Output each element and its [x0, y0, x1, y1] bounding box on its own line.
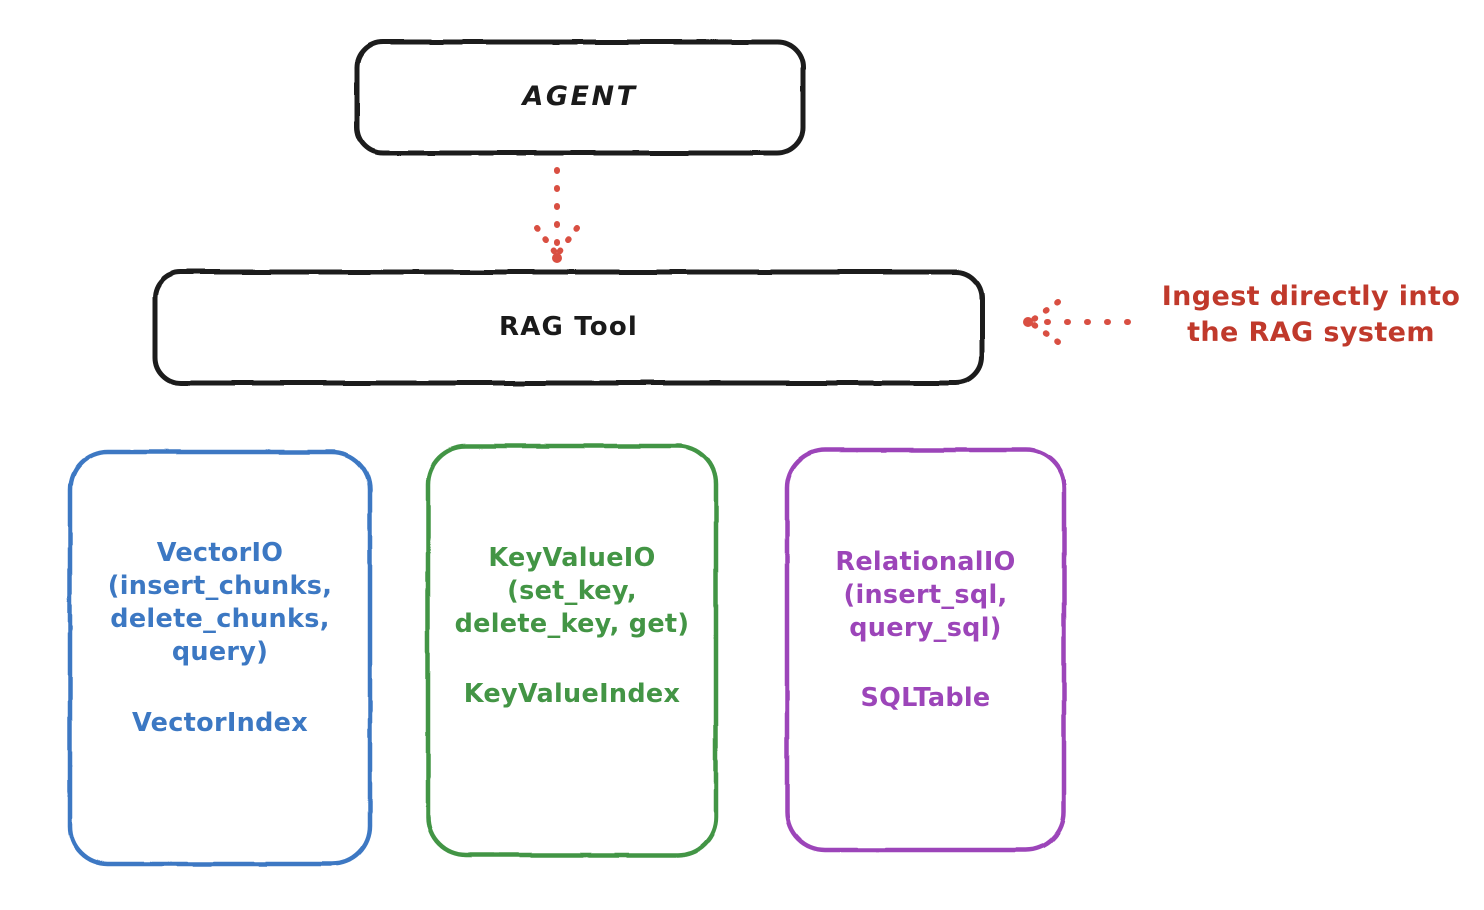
agent-to-rag-tool-arrow	[534, 167, 580, 263]
agent-box-label: AGENT	[522, 81, 638, 113]
rag-tool-box[interactable]: RAG Tool	[155, 272, 982, 383]
vectorio-index-label: VectorIndex	[132, 707, 308, 738]
keyvalueio-api-label: KeyValueIO (set_key, delete_key, get)	[454, 543, 690, 640]
ingest-annotation-text: Ingest directly into the RAG system	[1161, 281, 1461, 348]
keyvalueio-index-label: KeyValueIndex	[463, 679, 681, 710]
rag-tool-box-label: RAG Tool	[498, 311, 639, 342]
relationalio-box[interactable]: RelationalIO (insert_sql, query_sql) SQL…	[787, 450, 1064, 850]
agent-box[interactable]: AGENT	[357, 42, 803, 153]
relationalio-table-label: SQLTable	[860, 683, 991, 714]
keyvalueio-box[interactable]: KeyValueIO (set_key, delete_key, get) Ke…	[428, 446, 716, 855]
vectorio-api-label: VectorIO (insert_chunks, delete_chunks, …	[107, 538, 333, 668]
relationalio-api-label: RelationalIO (insert_sql, query_sql)	[835, 547, 1016, 644]
vectorio-box[interactable]: VectorIO (insert_chunks, delete_chunks, …	[70, 452, 370, 864]
ingest-to-rag-tool-arrow	[1023, 299, 1131, 345]
